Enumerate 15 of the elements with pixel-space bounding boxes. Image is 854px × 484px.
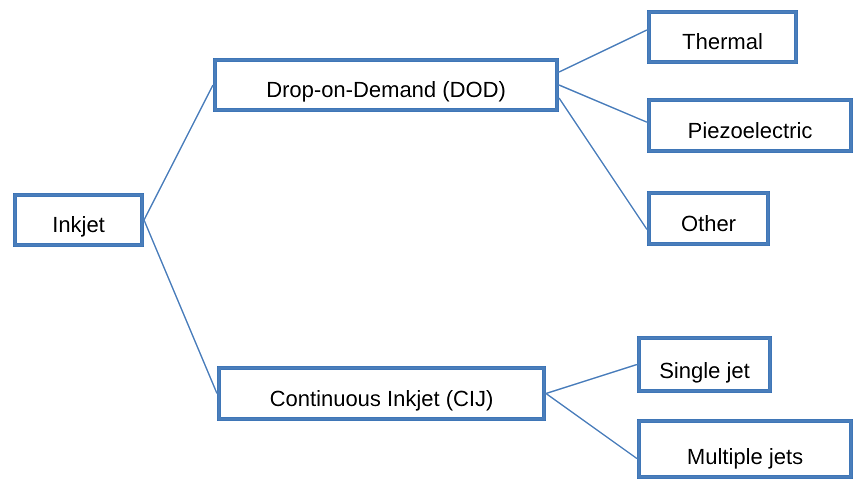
category-box: Other xyxy=(647,191,770,246)
category-box: Continuous Inkjet (CIJ) xyxy=(217,366,546,421)
category-box: Multiple jets xyxy=(637,419,853,479)
connector-line xyxy=(558,29,648,73)
connector-line xyxy=(143,220,218,394)
connector-line xyxy=(546,364,638,394)
category-box: Piezoelectric xyxy=(647,98,853,153)
connector-line xyxy=(558,84,648,123)
category-box: Single jet xyxy=(637,336,772,393)
category-box: Inkjet xyxy=(13,193,144,247)
category-box: Drop-on-Demand (DOD) xyxy=(213,58,559,112)
connector-line xyxy=(143,84,214,220)
connector-line xyxy=(546,392,638,460)
category-box: Thermal xyxy=(647,10,798,64)
connector-line xyxy=(558,98,648,230)
